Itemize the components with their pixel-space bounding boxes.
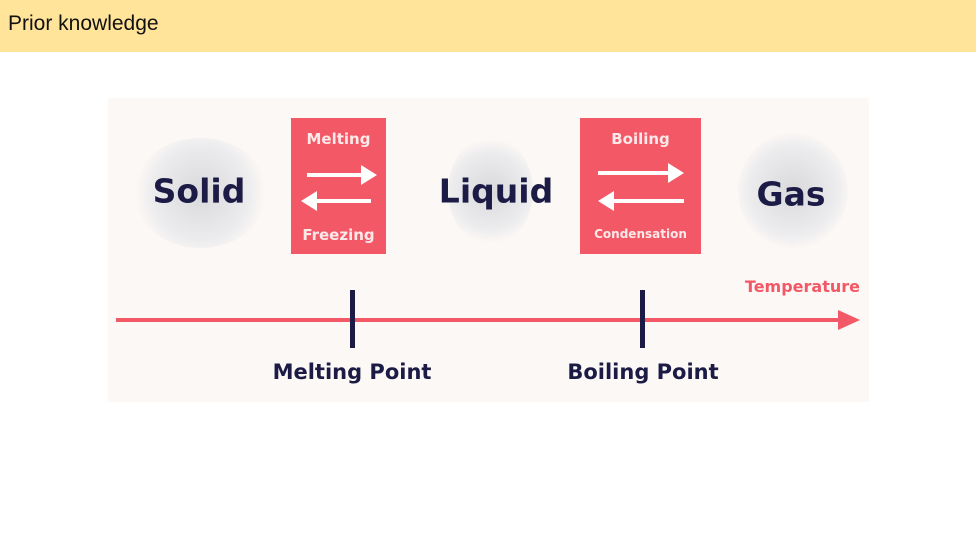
melting-point-tick (350, 290, 355, 348)
slide-header: Prior knowledge (0, 0, 976, 52)
state-gas: Gas (756, 174, 826, 214)
melting-label: Melting (306, 130, 371, 148)
temperature-axis-arrow (116, 310, 860, 330)
water-drops-image (448, 136, 533, 246)
boiling-point-label: Boiling Point (567, 360, 719, 384)
state-liquid: Liquid (438, 171, 554, 211)
double-arrow-icon (598, 163, 684, 211)
slide-title: Prior knowledge (8, 12, 159, 35)
melting-freezing-box: Melting Freezing (291, 118, 386, 254)
boiling-condensation-box: Boiling Condensation (580, 118, 701, 254)
ice-cubes-image (133, 138, 268, 248)
temperature-label: Temperature (744, 277, 860, 296)
boiling-label: Boiling (611, 130, 670, 148)
condensation-label: Condensation (594, 227, 687, 241)
melting-point-label: Melting Point (272, 360, 432, 384)
gas-cloud-image (738, 133, 848, 248)
boiling-point-tick (640, 290, 645, 348)
freezing-label: Freezing (302, 226, 375, 244)
state-solid: Solid (152, 171, 246, 211)
states-of-matter-diagram: Solid Liquid Gas Melting Freezing Boilin… (108, 98, 869, 402)
double-arrow-icon (301, 165, 377, 211)
